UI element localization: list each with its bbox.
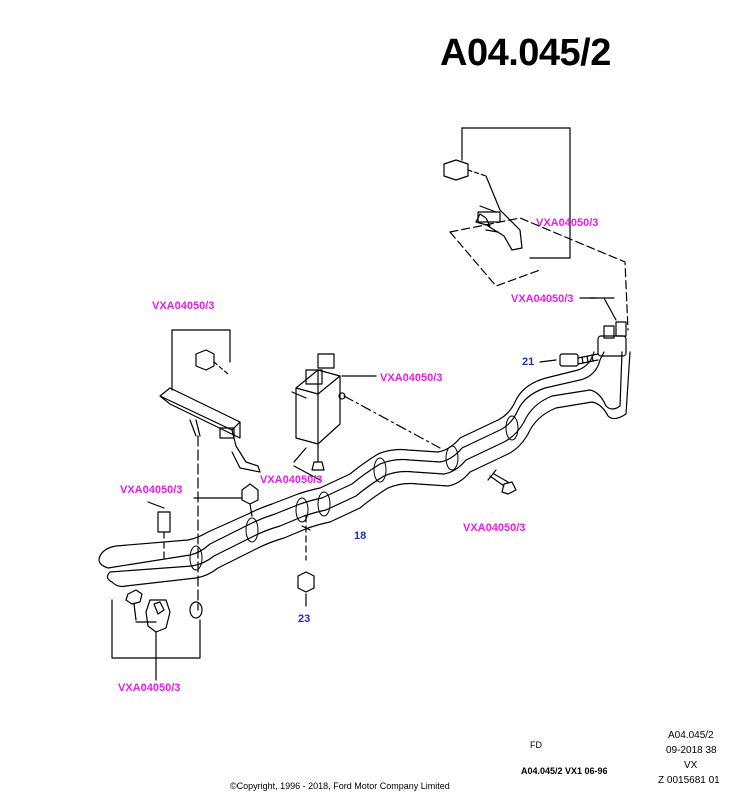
ref-link-center-lower[interactable]: VXA04050/3 bbox=[260, 474, 323, 486]
nut-23 bbox=[297, 515, 315, 607]
info-line-3: VX bbox=[684, 760, 698, 771]
diagram-code: A04.045/2 VX1 06-96 bbox=[521, 766, 608, 776]
ref-link-center[interactable]: VXA04050/3 bbox=[380, 372, 443, 384]
ford-logo-mark: FD bbox=[530, 740, 542, 750]
ref-link-left-upper[interactable]: VXA04050/3 bbox=[152, 300, 215, 312]
nut-left-middle bbox=[147, 483, 259, 561]
pipe-assembly-18 bbox=[98, 321, 631, 588]
part-number-23[interactable]: 23 bbox=[298, 613, 311, 625]
clip-bottom-left bbox=[111, 589, 203, 681]
part-number-21[interactable]: 21 bbox=[522, 356, 535, 368]
bracket-left-upper bbox=[159, 329, 261, 611]
ref-link-right-upper[interactable]: VXA04050/3 bbox=[511, 293, 574, 305]
bolt-21 bbox=[559, 353, 599, 367]
info-line-1: A04.045/2 bbox=[668, 730, 714, 741]
ref-link-left-middle[interactable]: VXA04050/3 bbox=[120, 484, 183, 496]
ref-link-bottom-left[interactable]: VXA04050/3 bbox=[118, 682, 181, 694]
part-number-18[interactable]: 18 bbox=[354, 530, 367, 542]
block-center bbox=[291, 353, 441, 471]
copyright-text: ©Copyright, 1996 - 2018, Ford Motor Comp… bbox=[230, 781, 450, 791]
info-line-2: 09-2018 38 bbox=[666, 745, 717, 756]
ref-link-top-right[interactable]: VXA04050/3 bbox=[536, 217, 599, 229]
ref-link-right-lower[interactable]: VXA04050/3 bbox=[463, 522, 526, 534]
diagram-title: A04.045/2 bbox=[440, 32, 611, 74]
bracket-top-right bbox=[443, 127, 629, 331]
bolt-right-lower bbox=[487, 469, 517, 495]
info-line-4: Z 0015681 01 bbox=[658, 775, 720, 786]
